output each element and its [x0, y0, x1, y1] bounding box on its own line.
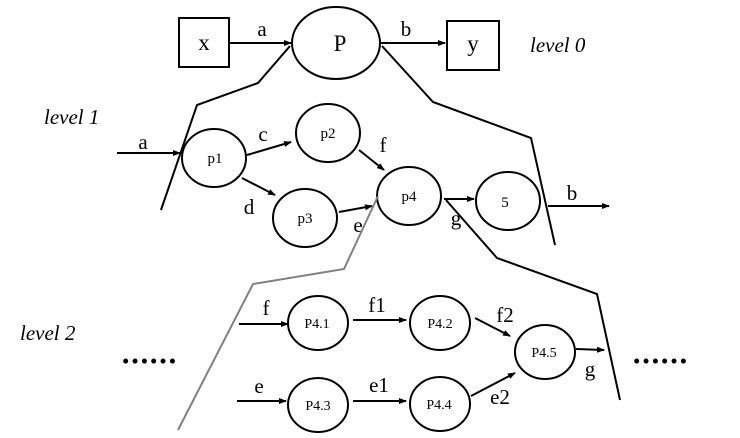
- level-1-label: level 1: [44, 105, 99, 129]
- flow-label-g-l2: g: [585, 357, 596, 381]
- flow-label-f1: f1: [368, 293, 386, 317]
- flow-p2-p4: [358, 149, 385, 171]
- process-p2-label: p2: [321, 126, 336, 142]
- expansion-boundary-right-1: [381, 45, 556, 246]
- level-0-label: level 0: [530, 33, 586, 57]
- process-p4-label: p4: [402, 189, 418, 205]
- flow-P4.2-P4.5: [474, 317, 511, 337]
- process-P4.5: [514, 324, 576, 380]
- process-p3: [272, 188, 338, 248]
- flow-label-a: a: [257, 17, 267, 41]
- process-5-label: 5: [501, 195, 509, 211]
- flow-p3-p4: [338, 204, 373, 213]
- process-P4.5-label: P4.5: [531, 346, 556, 361]
- flow-label-e1: e1: [369, 373, 389, 397]
- flow-label-a-l1: a: [138, 130, 148, 154]
- process-5: [475, 171, 541, 231]
- process-P4.2: [409, 295, 471, 351]
- flow-label-b: b: [401, 17, 412, 41]
- flow-label-e2: e2: [490, 385, 510, 409]
- expansion-boundary-left-2: [177, 195, 379, 431]
- process-P4.1: [287, 295, 349, 351]
- flow-label-e: e: [353, 213, 362, 237]
- level-2-label: level 2: [20, 321, 76, 345]
- entity-x-label: x: [198, 30, 210, 55]
- process-P4.4-label: P4.4: [426, 398, 451, 413]
- process-P4.2-label: P4.2: [427, 317, 452, 332]
- process-p1: [181, 128, 247, 188]
- process-P4.3: [287, 377, 349, 433]
- flow-label-d: d: [244, 195, 255, 219]
- flow-label-c: c: [258, 122, 267, 146]
- expansion-boundary-left-1: [160, 45, 291, 211]
- ellipsis-right: ••••••: [633, 349, 689, 373]
- ellipsis-left: ••••••: [122, 349, 178, 373]
- flow-label-g: g: [451, 206, 462, 230]
- flow-p1-p2: [246, 141, 292, 156]
- entity-y-label: y: [467, 31, 479, 56]
- process-p2: [295, 103, 361, 163]
- flow-P4.4-P4.5: [470, 372, 516, 397]
- process-p3-label: p3: [298, 211, 313, 227]
- process-P4.3-label: P4.3: [305, 399, 330, 414]
- flow-label-f-l2: f: [263, 296, 270, 320]
- process-P-label: P: [334, 31, 347, 56]
- process-p1-label: p1: [208, 151, 223, 167]
- flow-label-f2: f2: [496, 303, 514, 327]
- expansion-boundary-right-2: [445, 199, 621, 401]
- flow-p1-p3: [241, 177, 276, 196]
- flow-label-f: f: [380, 133, 387, 157]
- flow-label-e-l2: e: [254, 374, 263, 398]
- process-P4.4: [409, 376, 471, 432]
- entity-y: [446, 20, 500, 71]
- flow-label-b-l1: b: [567, 181, 578, 205]
- entity-x: [178, 17, 230, 68]
- process-P: [291, 6, 381, 80]
- process-P4.1-label: P4.1: [304, 317, 329, 332]
- flow-P4.5-out: [575, 346, 605, 353]
